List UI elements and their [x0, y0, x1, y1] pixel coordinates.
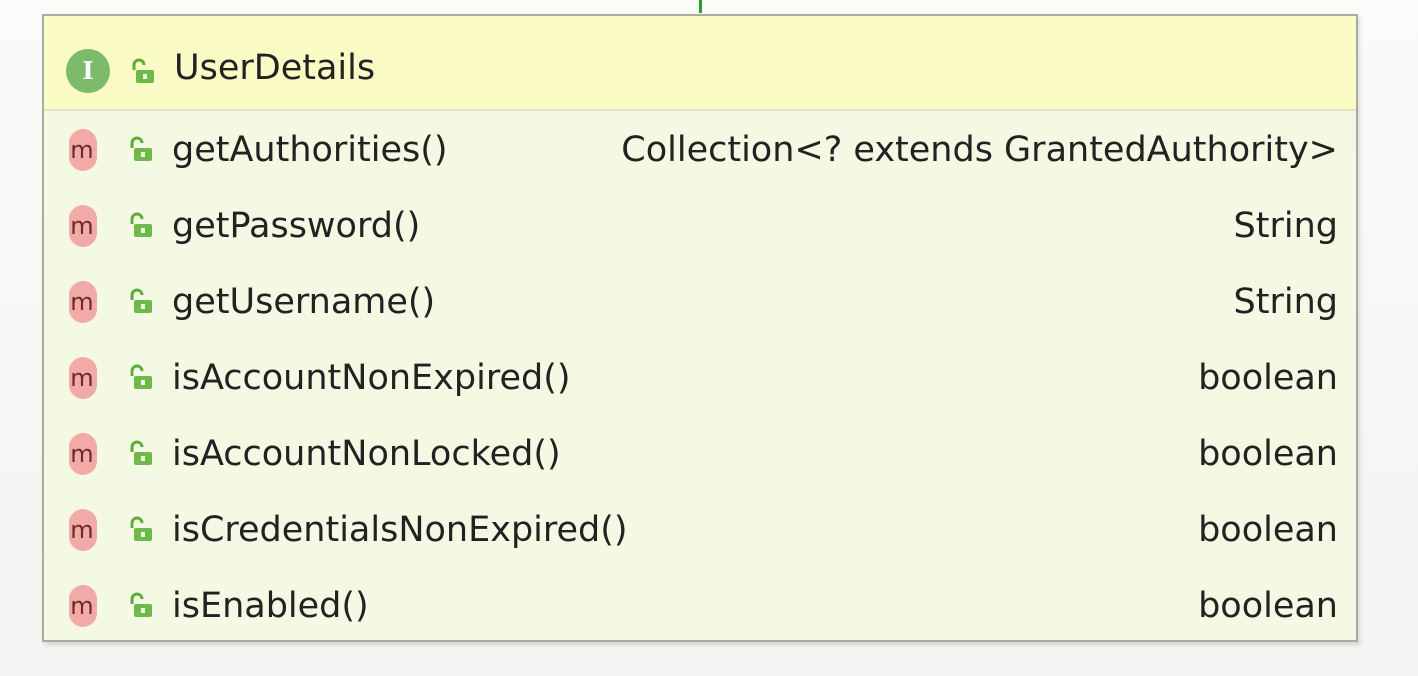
method-return-type: boolean — [1198, 510, 1338, 550]
public-visibility-icon — [130, 136, 152, 161]
public-visibility-icon — [130, 516, 152, 541]
method-return-type: boolean — [1198, 586, 1338, 626]
method-icon: m — [60, 281, 104, 323]
method-icon: m — [60, 129, 104, 171]
method-name: getAuthorities() — [172, 130, 448, 170]
method-return-type: String — [1233, 206, 1338, 246]
method-row[interactable]: m isCredentialsNonExpired() boolean — [44, 492, 1356, 568]
public-visibility-icon — [132, 58, 154, 83]
method-return-type: boolean — [1198, 434, 1338, 474]
method-row[interactable]: m getPassword() String — [44, 188, 1356, 264]
method-return-type: Collection<? extends GrantedAuthority> — [621, 130, 1338, 170]
method-row[interactable]: m isEnabled() boolean — [44, 568, 1356, 640]
method-icon: m — [60, 433, 104, 475]
class-node-userdetails[interactable]: I UserDetails m getAuthorities() Collectio… — [42, 14, 1358, 642]
public-visibility-icon — [130, 212, 152, 237]
public-visibility-icon — [130, 364, 152, 389]
method-name: getUsername() — [172, 282, 436, 322]
method-icon: m — [60, 509, 104, 551]
method-row[interactable]: m getUsername() String — [44, 264, 1356, 340]
method-name: getPassword() — [172, 206, 421, 246]
method-icon: m — [60, 205, 104, 247]
method-icon: m — [60, 357, 104, 399]
public-visibility-icon — [130, 592, 152, 617]
method-return-type: boolean — [1198, 358, 1338, 398]
method-name: isEnabled() — [172, 586, 369, 626]
method-row[interactable]: m isAccountNonLocked() boolean — [44, 416, 1356, 492]
public-visibility-icon — [130, 288, 152, 313]
inheritance-connector-line — [699, 0, 702, 13]
method-row[interactable]: m getAuthorities() Collection<? extends Gr… — [44, 112, 1356, 188]
class-title: UserDetails — [174, 48, 376, 88]
method-name: isAccountNonLocked() — [172, 434, 561, 474]
method-icon: m — [60, 585, 104, 627]
class-header[interactable]: I UserDetails — [44, 16, 1356, 111]
method-name: isCredentialsNonExpired() — [172, 510, 628, 550]
interface-icon: I — [66, 49, 110, 93]
method-name: isAccountNonExpired() — [172, 358, 571, 398]
public-visibility-icon — [130, 440, 152, 465]
method-return-type: String — [1233, 282, 1338, 322]
method-row[interactable]: m isAccountNonExpired() boolean — [44, 340, 1356, 416]
